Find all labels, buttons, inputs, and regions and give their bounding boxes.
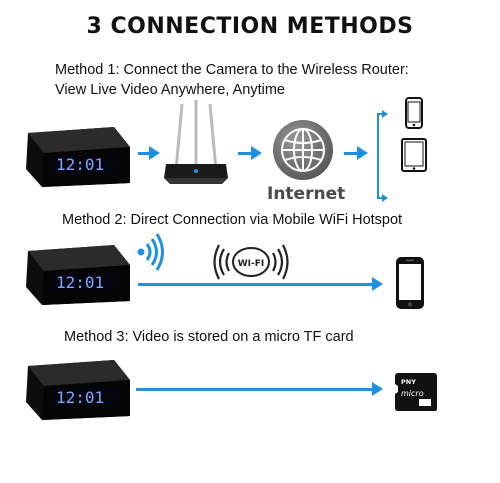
- arrow-line: [136, 388, 374, 391]
- camera-clock-icon: 12:01: [22, 243, 134, 307]
- method1-caption-line1: Method 1: Connect the Camera to the Wire…: [55, 62, 409, 78]
- clock-display: 12:01: [56, 155, 104, 174]
- clock-display: 12:01: [56, 273, 104, 292]
- card-brand: PNY: [401, 378, 416, 386]
- camera-clock-icon: 12:01: [22, 358, 134, 422]
- arrow-line: [238, 152, 252, 155]
- router-icon: [162, 98, 230, 188]
- arrow-line: [138, 152, 150, 155]
- method1-caption-line2: View Live Video Anywhere, Anytime: [55, 82, 285, 98]
- tablet-icon: [401, 138, 427, 172]
- wifi-badge-text: WI-FI: [238, 259, 265, 269]
- arrow-head: [372, 382, 383, 396]
- arrow-head: [251, 146, 262, 160]
- arrow-head: [357, 146, 368, 160]
- smartphone-icon: [395, 256, 425, 310]
- method3-caption: Method 3: Video is stored on a micro TF …: [64, 329, 354, 345]
- method2-caption: Method 2: Direct Connection via Mobile W…: [62, 212, 403, 228]
- card-text: micro: [401, 389, 424, 398]
- arrow-line: [138, 283, 374, 286]
- micro-sd-card-icon: PNY micro: [393, 372, 439, 412]
- device-bracket: [374, 110, 400, 202]
- arrow-head: [149, 146, 160, 160]
- arrow-head: [372, 277, 383, 291]
- clock-display: 12:01: [56, 388, 104, 407]
- smartphone-icon: [405, 97, 423, 129]
- camera-clock-icon: 12:01: [22, 125, 134, 189]
- wifi-badge-icon: WI-FI: [210, 241, 292, 283]
- arrow-line: [344, 152, 358, 155]
- wifi-signal-icon: [136, 232, 166, 272]
- globe-icon: [271, 118, 335, 182]
- page-title: 3 CONNECTION METHODS: [86, 14, 414, 39]
- internet-label: Internet: [267, 184, 346, 204]
